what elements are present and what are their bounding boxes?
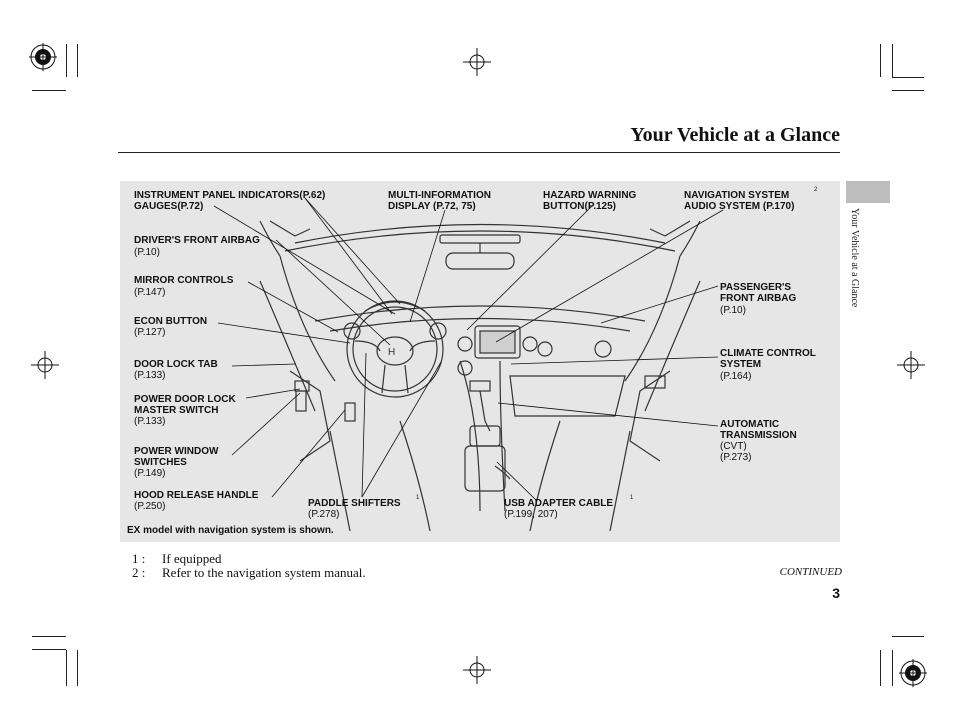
section-tab[interactable]	[846, 181, 890, 203]
climate-label-line2: SYSTEM	[720, 359, 762, 370]
usb-ref: (P.199, 207)	[504, 509, 558, 520]
drivers-airbag-ref: (P.10)	[134, 247, 160, 258]
crosshair-left-icon	[31, 351, 59, 379]
hazard-label-line2: BUTTON(P.125)	[543, 201, 616, 212]
transmission-label: AUTOMATIC	[720, 419, 780, 430]
drivers-airbag-label: DRIVER'S FRONT AIRBAG	[134, 235, 260, 246]
transmission-label-line2: TRANSMISSION	[720, 430, 797, 441]
svg-text:H: H	[388, 347, 395, 358]
multi-info-label: MULTI-INFORMATION	[388, 190, 491, 201]
mirror-label: MIRROR CONTROLS	[134, 275, 234, 286]
registration-target-bottom-right-icon	[899, 659, 927, 687]
footnote-2-mark: 2 :	[132, 565, 146, 580]
power-door-ref: (P.133)	[134, 416, 166, 427]
usb-footnote-mark: 1	[630, 495, 634, 501]
climate-ref: (P.164)	[720, 371, 752, 382]
registration-target-top-left-icon	[29, 43, 57, 71]
figure-caption: EX model with navigation system is shown…	[127, 525, 334, 536]
power-door-label-line2: MASTER SWITCH	[134, 405, 219, 416]
paddle-label: PADDLE SHIFTERS	[308, 498, 401, 509]
section-tab-label: Your Vehicle at a Glance	[849, 208, 860, 308]
footnote-1-text: If equipped	[162, 551, 222, 566]
econ-label: ECON BUTTON	[134, 316, 208, 327]
usb-label: USB ADAPTER CABLE	[504, 498, 614, 509]
footnote-2-text: Refer to the navigation system manual.	[162, 565, 366, 580]
passenger-airbag-label: PASSENGER'S	[720, 282, 792, 293]
power-window-ref: (P.149)	[134, 468, 166, 479]
econ-ref: (P.127)	[134, 327, 166, 338]
hood-label: HOOD RELEASE HANDLE	[134, 490, 259, 501]
door-lock-label: DOOR LOCK TAB	[134, 359, 218, 370]
crosshair-right-icon	[897, 351, 925, 379]
door-lock-ref: (P.133)	[134, 370, 166, 381]
climate-label: CLIMATE CONTROL	[720, 348, 816, 359]
mirror-ref: (P.147)	[134, 287, 166, 298]
nav-label: NAVIGATION SYSTEM	[684, 190, 790, 201]
nav-footnote-mark: 2	[814, 187, 818, 193]
crosshair-top-icon	[463, 48, 491, 76]
power-door-label: POWER DOOR LOCK	[134, 394, 236, 405]
paddle-ref: (P.278)	[308, 509, 340, 520]
transmission-label-line3: (CVT)	[720, 441, 747, 452]
footnote-1-mark: 1 :	[132, 551, 146, 566]
audio-label: AUDIO SYSTEM (P.170)	[684, 201, 795, 212]
power-window-label: POWER WINDOW	[134, 446, 219, 457]
power-window-label-line2: SWITCHES	[134, 457, 187, 468]
gauges-label: GAUGES(P.72)	[134, 201, 204, 212]
page-number: 3	[832, 585, 840, 601]
hazard-label: HAZARD WARNING	[543, 190, 637, 201]
transmission-ref: (P.273)	[720, 452, 752, 463]
page-title: Your Vehicle at a Glance	[630, 124, 840, 146]
hood-ref: (P.250)	[134, 501, 166, 512]
continued-label: CONTINUED	[779, 566, 842, 578]
header-rule	[118, 152, 840, 153]
passenger-airbag-label-line2: FRONT AIRBAG	[720, 293, 797, 304]
passenger-airbag-ref: (P.10)	[720, 305, 746, 316]
multi-info-label-line2: DISPLAY (P.72, 75)	[388, 201, 476, 212]
paddle-footnote-mark: 1	[416, 495, 420, 501]
instrument-panel-label: INSTRUMENT PANEL INDICATORS(P.62)	[134, 190, 326, 201]
crosshair-bottom-icon	[463, 656, 491, 684]
